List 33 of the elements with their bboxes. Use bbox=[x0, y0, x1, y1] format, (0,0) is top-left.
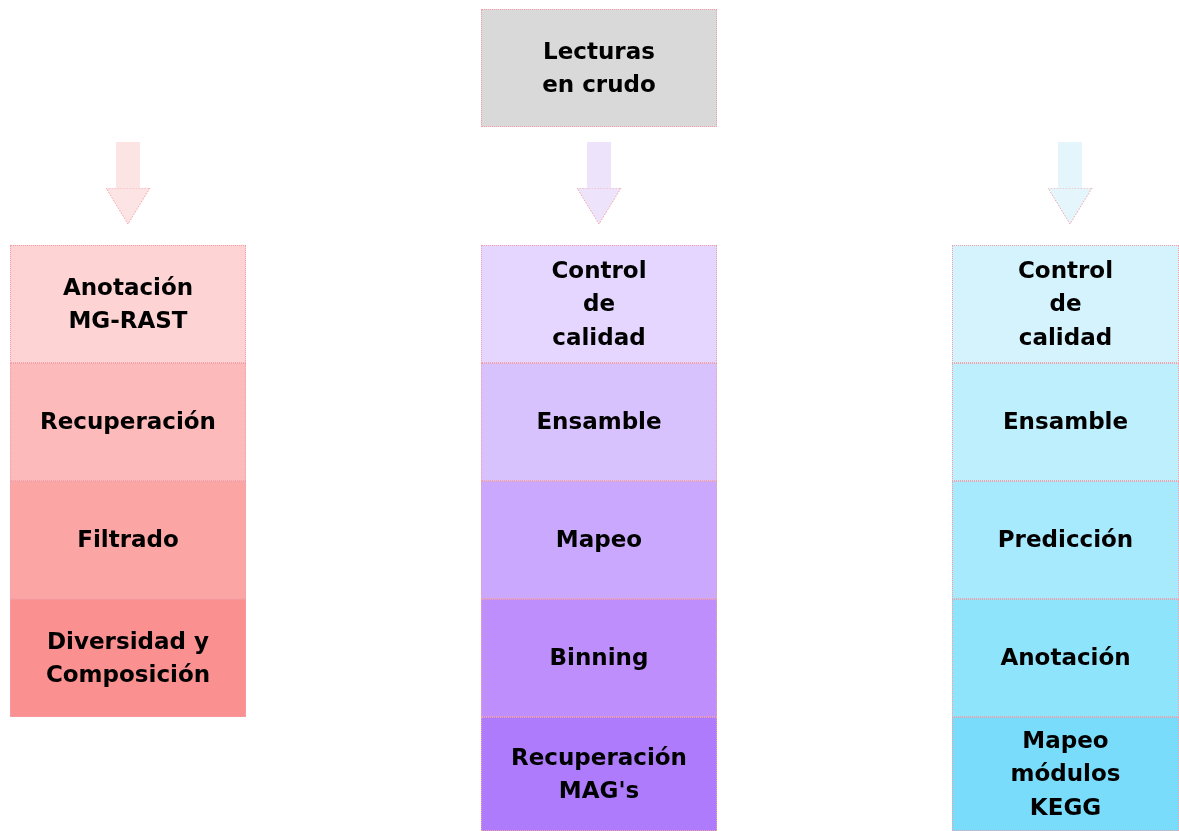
process-box bbox=[10, 363, 246, 481]
process-box bbox=[481, 363, 717, 481]
block-arrow bbox=[1047, 142, 1093, 225]
process-box bbox=[952, 599, 1179, 717]
step-label: Binning bbox=[549, 643, 649, 673]
step-label: Anotación bbox=[1000, 643, 1131, 673]
block-arrow bbox=[576, 142, 622, 225]
process-box bbox=[952, 481, 1179, 599]
step-label: Control de calidad bbox=[1016, 256, 1115, 352]
step-label: Mapeo bbox=[555, 525, 643, 555]
process-box bbox=[952, 245, 1179, 363]
process-box bbox=[10, 599, 246, 717]
step-label: Ensamble bbox=[536, 407, 662, 437]
step-label: Anotación MG-RAST bbox=[61, 272, 195, 335]
step-label: Lecturas en crudo bbox=[541, 36, 657, 99]
process-box bbox=[10, 481, 246, 599]
step-label: Recuperación bbox=[40, 407, 216, 437]
process-box bbox=[481, 9, 717, 127]
step-label: Diversidad y Composición bbox=[44, 626, 212, 689]
process-box bbox=[481, 481, 717, 599]
step-label: Predicción bbox=[997, 525, 1134, 555]
process-box bbox=[481, 599, 717, 717]
step-label: Filtrado bbox=[77, 525, 179, 555]
step-label: Mapeo módulos KEGG bbox=[1009, 726, 1122, 822]
step-label: Ensamble bbox=[1002, 407, 1129, 437]
process-box bbox=[952, 363, 1179, 481]
process-box bbox=[952, 717, 1179, 831]
block-arrow bbox=[105, 142, 151, 225]
process-box bbox=[481, 717, 717, 831]
process-box bbox=[481, 245, 717, 363]
step-label: Control de calidad bbox=[550, 256, 648, 352]
step-label: Recuperación MAG's bbox=[510, 742, 688, 805]
process-box bbox=[10, 245, 246, 363]
